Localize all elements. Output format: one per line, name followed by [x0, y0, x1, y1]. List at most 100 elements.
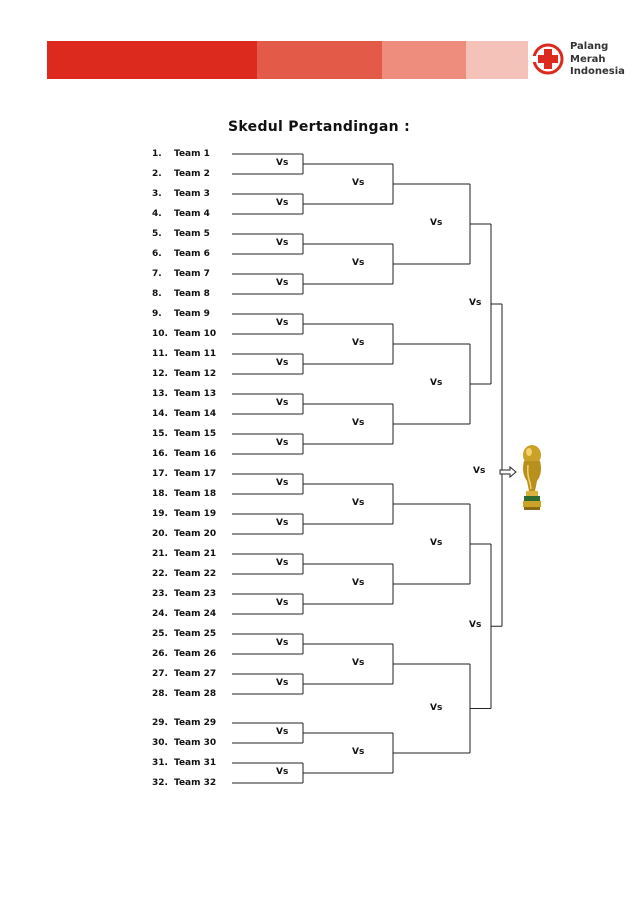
- team-row: 2. Team 2: [152, 169, 210, 181]
- team-number: 24.: [152, 609, 168, 619]
- vs-label: Vs: [276, 198, 289, 208]
- team-number: 17.: [152, 469, 168, 479]
- team-name: Team 12: [174, 369, 217, 379]
- vs-label: Vs: [276, 318, 289, 328]
- team-row: 5.Team 5: [152, 229, 210, 241]
- team-row: 7. Team 7: [152, 269, 210, 281]
- team-name: Team 8: [174, 289, 210, 299]
- vs-label: Vs: [430, 218, 443, 228]
- vs-label: Vs: [352, 258, 365, 268]
- team-row: 24. Team 24: [152, 609, 216, 621]
- vs-label: Vs: [276, 358, 289, 368]
- page-title: Skedul Pertandingan :: [228, 119, 410, 135]
- team-name: Team 32: [174, 778, 217, 788]
- vs-label: Vs: [430, 538, 443, 548]
- team-number: 21.: [152, 549, 168, 559]
- team-row: 13.Team 13: [152, 389, 216, 401]
- team-name: Team 6: [174, 249, 210, 259]
- header-bar-segment-3: [382, 41, 466, 79]
- team-name: Team 30: [174, 738, 217, 748]
- team-name: Team 7: [174, 269, 210, 279]
- team-row: 27.Team 27: [152, 669, 216, 681]
- vs-label: Vs: [276, 558, 289, 568]
- vs-label: Vs: [276, 598, 289, 608]
- team-number: 27.: [152, 669, 168, 679]
- team-number: 31.: [152, 758, 168, 768]
- team-number: 15.: [152, 429, 168, 439]
- team-number: 18.: [152, 489, 168, 499]
- team-row: 6. Team 6: [152, 249, 210, 261]
- team-number: 19.: [152, 509, 168, 519]
- team-row: 25. Team 25: [152, 629, 216, 641]
- team-row: 22.Team 22: [152, 569, 216, 581]
- team-number: 20.: [152, 529, 168, 539]
- team-name: Team 15: [174, 429, 217, 439]
- team-number: 1.: [152, 149, 162, 159]
- logo-line-1: Palang: [570, 41, 609, 52]
- team-row: 26.Team 26: [152, 649, 216, 661]
- vs-label: Vs: [469, 620, 482, 631]
- team-row: 19. Team 19: [152, 509, 216, 521]
- team-number: 2.: [152, 169, 162, 179]
- team-name: Team 13: [174, 389, 217, 399]
- team-row: 10.Team 10: [152, 329, 216, 341]
- team-number: 14.: [152, 409, 168, 419]
- vs-label: Vs: [352, 178, 365, 188]
- team-number: 4.: [152, 209, 162, 219]
- vs-label: Vs: [276, 638, 289, 648]
- team-name: Team 4: [174, 209, 210, 219]
- team-name: Team 23: [174, 589, 217, 599]
- team-name: Team 1: [174, 149, 210, 159]
- team-number: 22.: [152, 569, 168, 579]
- team-name: Team 24: [174, 609, 217, 619]
- team-number: 10.: [152, 329, 168, 339]
- team-row: 14.Team 14: [152, 409, 216, 421]
- vs-label: Vs: [276, 278, 289, 288]
- team-number: 11.: [152, 349, 168, 359]
- team-name: Team 19: [174, 509, 217, 519]
- team-number: 30.: [152, 738, 168, 748]
- header-bar-segment-4: [466, 41, 528, 79]
- team-name: Team 17: [174, 469, 217, 479]
- vs-label: Vs: [276, 478, 289, 488]
- team-number: 9.: [152, 309, 162, 319]
- team-row: 30. Team 30: [152, 738, 216, 750]
- team-number: 23.: [152, 589, 168, 599]
- team-name: Team 9: [174, 309, 210, 319]
- vs-label: Vs: [352, 498, 365, 508]
- team-row: 23. Team 23: [152, 589, 216, 601]
- team-number: 7.: [152, 269, 162, 279]
- team-name: Team 28: [174, 689, 217, 699]
- team-name: Team 2: [174, 169, 210, 179]
- vs-label: Vs: [473, 466, 486, 476]
- team-row: 15. Team 15: [152, 429, 216, 441]
- vs-label: Vs: [276, 727, 289, 737]
- team-row: 11.Team 11: [152, 349, 216, 361]
- trophy-icon: [523, 445, 541, 510]
- team-row: 28. Team 28: [152, 689, 216, 701]
- team-row: 21.Team 21: [152, 549, 216, 561]
- team-row: 20.Team 20: [152, 529, 216, 541]
- header-bar-segment-1: [47, 41, 257, 79]
- team-number: 32.: [152, 778, 168, 788]
- team-name: Team 18: [174, 489, 217, 499]
- team-name: Team 3: [174, 189, 210, 199]
- team-number: 6.: [152, 249, 162, 259]
- team-row: 12. Team 12: [152, 369, 216, 381]
- team-number: 26.: [152, 649, 168, 659]
- vs-label: Vs: [430, 702, 443, 713]
- team-number: 28.: [152, 689, 168, 699]
- team-name: Team 25: [174, 629, 217, 639]
- red-cross-icon: [531, 43, 564, 75]
- team-number: 25.: [152, 629, 168, 639]
- logo-text: Palang Merah Indonesia: [570, 41, 625, 79]
- vs-label: Vs: [276, 398, 289, 408]
- team-name: Team 29: [174, 718, 217, 728]
- vs-label: Vs: [352, 338, 365, 348]
- team-row: 29.Team 29: [152, 718, 216, 730]
- team-name: Team 5: [174, 229, 210, 239]
- vs-label: Vs: [352, 418, 365, 428]
- team-name: Team 16: [174, 449, 217, 459]
- vs-label: Vs: [430, 378, 443, 388]
- team-number: 12.: [152, 369, 168, 379]
